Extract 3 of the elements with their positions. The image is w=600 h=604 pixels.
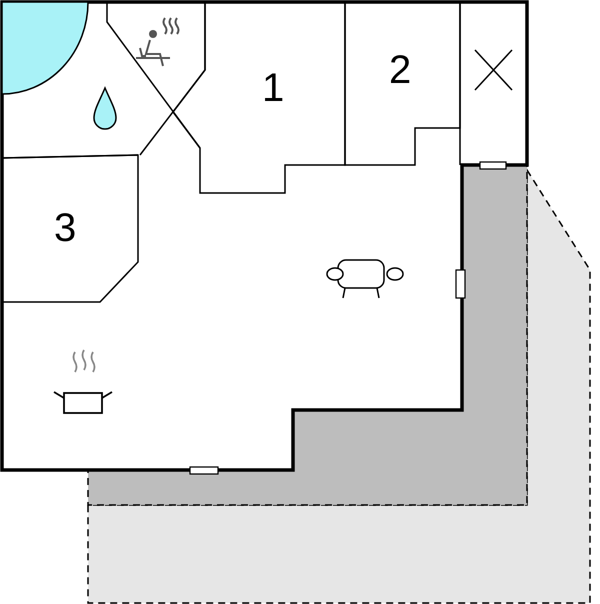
room-number: 2: [389, 50, 412, 90]
room-number: 1: [262, 68, 284, 108]
room-number: 3: [54, 208, 76, 248]
